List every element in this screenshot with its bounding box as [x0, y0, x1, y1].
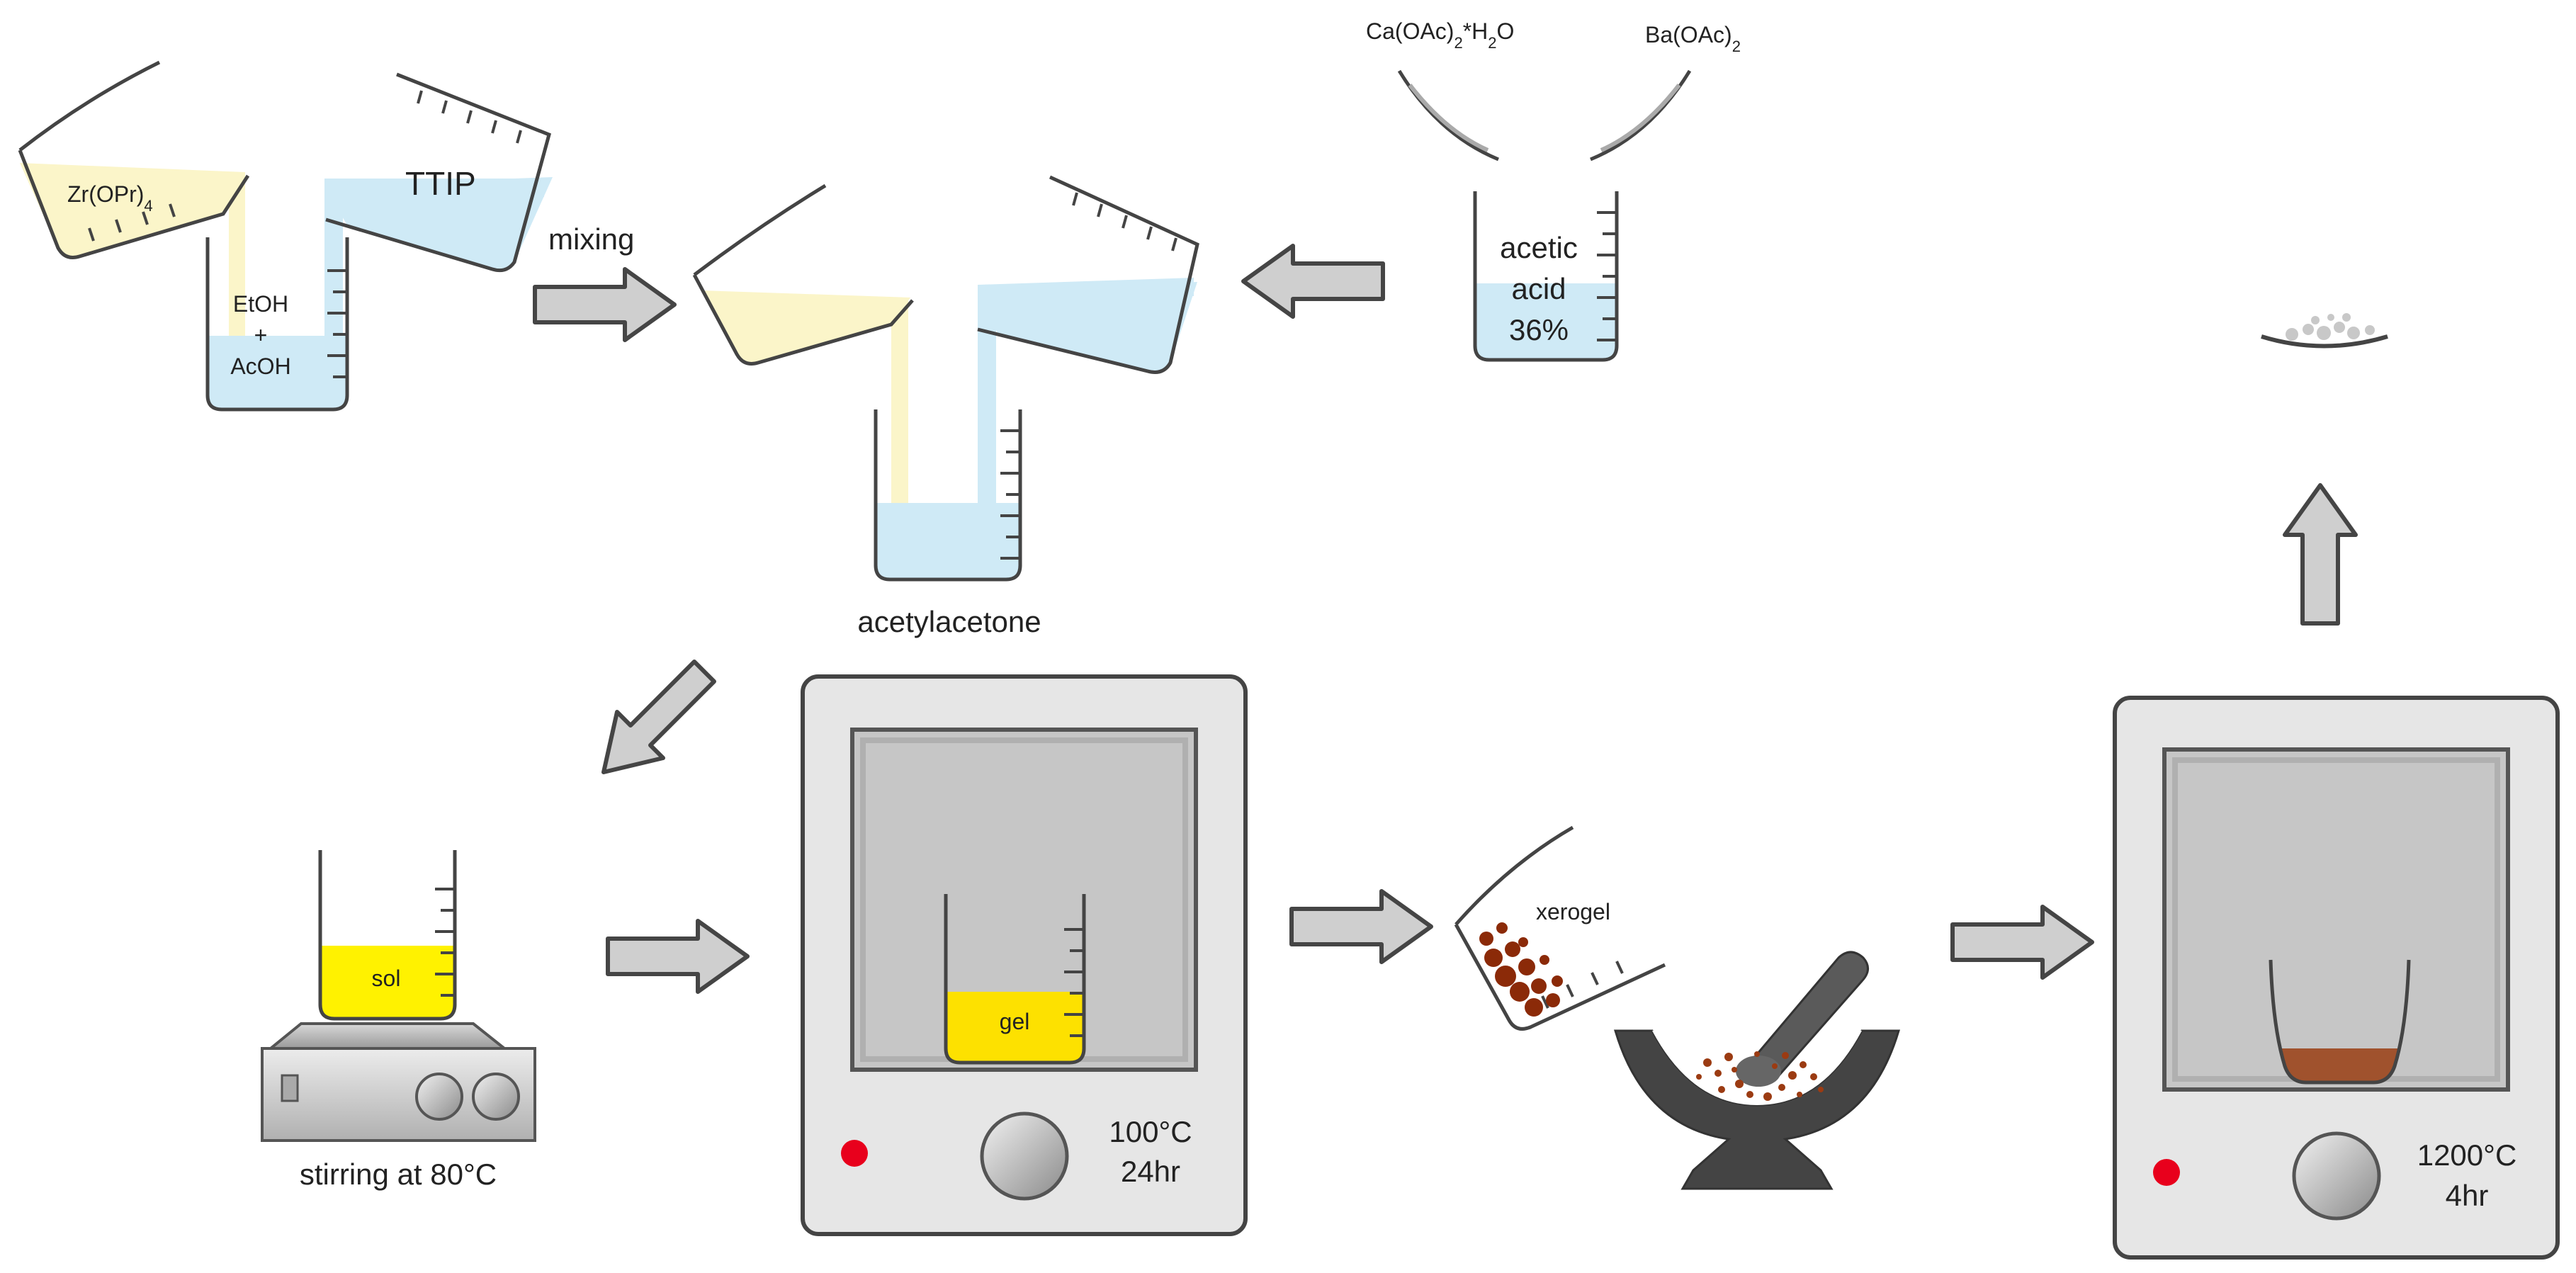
ca-acetate-label: Ca(OAc)2*H2O — [1366, 18, 1514, 52]
arrow-mortar-to-furnace — [1950, 905, 2094, 980]
xerogel-particles — [1479, 922, 1563, 1017]
product-powder-dish — [2261, 313, 2388, 349]
oven2-temp-label: 1200°C — [2417, 1138, 2517, 1172]
pestle — [1748, 951, 1869, 1082]
oven-calcination: 1200°C 4hr — [2113, 696, 2560, 1260]
arrow-up-to-product — [2283, 483, 2358, 626]
tilted-beaker-zr: Zr(OPr)4 — [18, 60, 250, 259]
gel-label: gel — [1000, 1009, 1030, 1034]
beaker-group-mixing-precursors: Zr(OPr)4 TTIP — [18, 60, 553, 412]
beaker-group-acetylacetone: acetylacetone — [692, 175, 1199, 638]
tilted-beaker-blue — [977, 175, 1199, 374]
yellow-stream-2 — [891, 300, 908, 504]
oven-knob — [980, 1111, 1069, 1201]
mortar-and-pestle — [1613, 951, 1901, 1190]
beaker-acetylacetone — [874, 409, 1022, 582]
arrow-oven-to-xerogel — [1289, 889, 1433, 964]
xerogel-tilted-beaker: xerogel — [1454, 825, 1666, 1031]
arrow-sol-to-oven — [606, 919, 750, 994]
sol-beaker-on-stirrer: sol stirring at 80°C — [261, 850, 536, 1191]
sol-label: sol — [372, 966, 401, 991]
yellow-stream — [229, 172, 245, 383]
sol-beaker — [318, 850, 457, 1021]
stirrer-plate — [266, 1022, 509, 1050]
acetylacetone-label: acetylacetone — [857, 605, 1041, 638]
oven2-time-label: 4hr — [2446, 1179, 2489, 1212]
beaker-group-acetic-acid: Ca(OAc)2*H2O Ba(OAc)2 acetic acid 36% — [1366, 18, 1741, 362]
furnace-indicator-light — [2153, 1159, 2180, 1186]
tilted-beaker-ttip: TTIP — [324, 72, 553, 273]
acoh-label: AcOH — [230, 353, 290, 379]
etoh-label: EtOH — [233, 291, 288, 317]
acid-label: acid — [1511, 272, 1566, 305]
stirrer-knob-right — [472, 1073, 520, 1121]
oven-drying: gel 100°C 24hr — [801, 674, 1248, 1236]
oven1-temp-label: 100°C — [1109, 1115, 1192, 1148]
ba-acetate-label: Ba(OAc)2 — [1645, 22, 1741, 55]
oven-indicator-light — [841, 1140, 868, 1167]
arrow-acetic-to-mixing-left — [1241, 244, 1385, 319]
furnace-window — [2162, 747, 2510, 1092]
oven1-time-label: 24hr — [1121, 1155, 1180, 1188]
beaker-etoh-acoh: EtOH + AcOH — [205, 237, 349, 412]
spatula-ba — [1590, 69, 1692, 162]
ground-powder — [1696, 1051, 1824, 1101]
xerogel-label: xerogel — [1536, 899, 1610, 924]
spatula-ca — [1397, 69, 1499, 162]
plus-label: + — [254, 322, 268, 348]
beaker-acetic-acid — [1473, 191, 1619, 362]
acetic-label: acetic — [1500, 231, 1578, 264]
arrow-diagonal-to-sol — [601, 660, 716, 774]
percent-label: 36% — [1509, 313, 1569, 346]
arrow-mixing-right — [533, 267, 677, 342]
ttip-label: TTIP — [405, 165, 476, 202]
stirring-label: stirring at 80°C — [300, 1158, 497, 1191]
mixing-label: mixing — [548, 222, 634, 256]
furnace-knob — [2292, 1131, 2381, 1221]
gel-beaker — [944, 894, 1086, 1065]
tilted-beaker-yellow — [692, 183, 914, 366]
crucible — [2269, 959, 2411, 1085]
stirrer-knob-left — [415, 1073, 463, 1121]
zr-label: Zr(OPr)4 — [67, 181, 153, 215]
